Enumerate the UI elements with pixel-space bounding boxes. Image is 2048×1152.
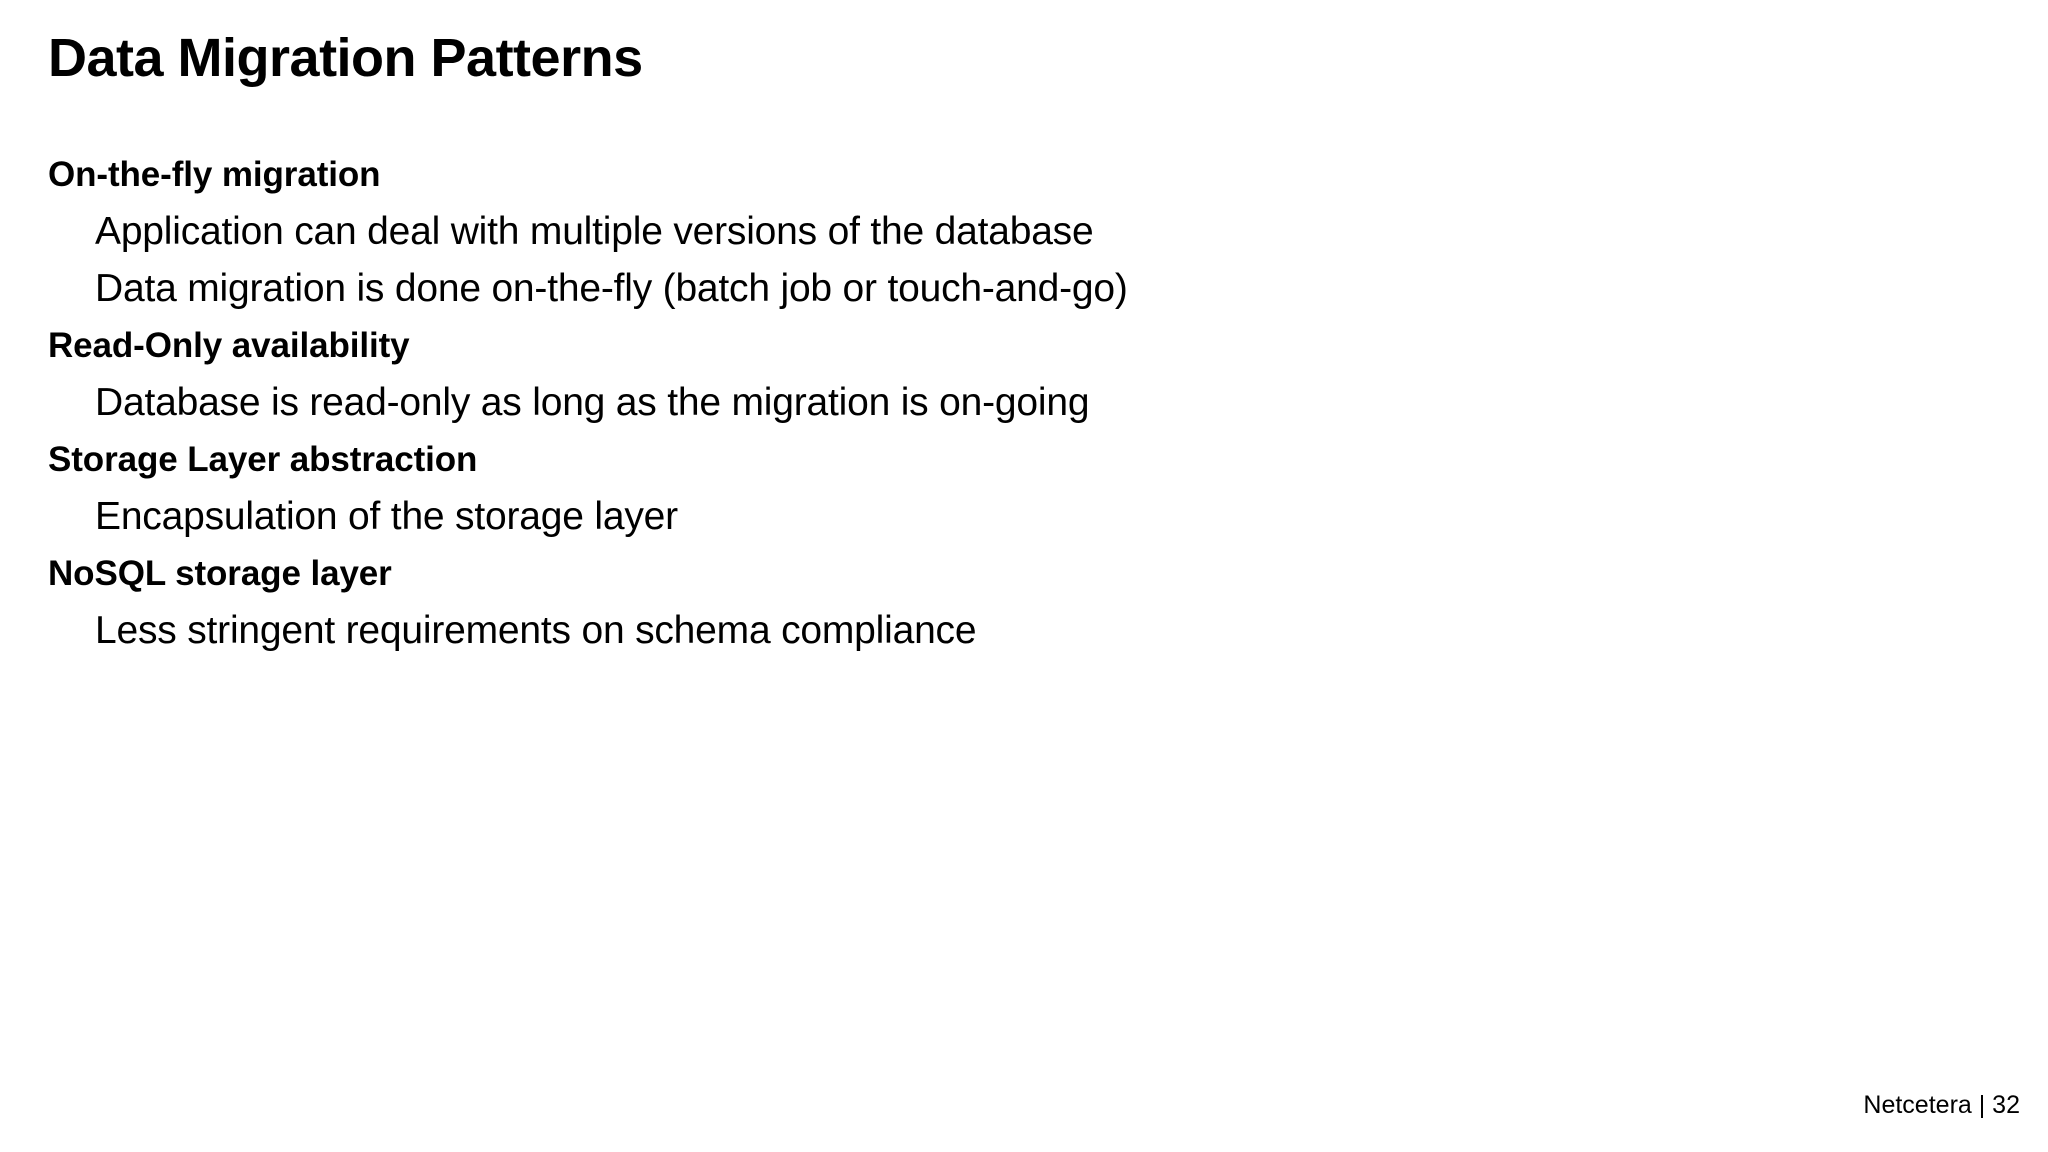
outline-item: Data migration is done on-the-fly (batch…: [95, 267, 1128, 310]
page-title: Data Migration Patterns: [48, 28, 643, 88]
outline-item: Less stringent requirements on schema co…: [95, 609, 977, 652]
outline-item: Encapsulation of the storage layer: [95, 495, 678, 538]
outline-group: NoSQL storage layer Less stringent requi…: [0, 545, 2048, 659]
outline-item: Application can deal with multiple versi…: [95, 210, 1094, 253]
outline-group: On-the-fly migration Application can dea…: [0, 146, 2048, 317]
outline-heading: Read-Only availability: [48, 326, 410, 365]
slide-footer: Netcetera | 32: [1863, 1091, 2020, 1119]
slide-body-outline: On-the-fly migration Application can dea…: [0, 146, 2048, 659]
outline-group: Read-Only availability Database is read-…: [0, 317, 2048, 431]
outline-heading: On-the-fly migration: [48, 155, 381, 194]
outline-group: Storage Layer abstraction Encapsulation …: [0, 431, 2048, 545]
outline-heading: NoSQL storage layer: [48, 554, 392, 593]
outline-item: Database is read-only as long as the mig…: [95, 381, 1090, 424]
outline-heading: Storage Layer abstraction: [48, 440, 478, 479]
